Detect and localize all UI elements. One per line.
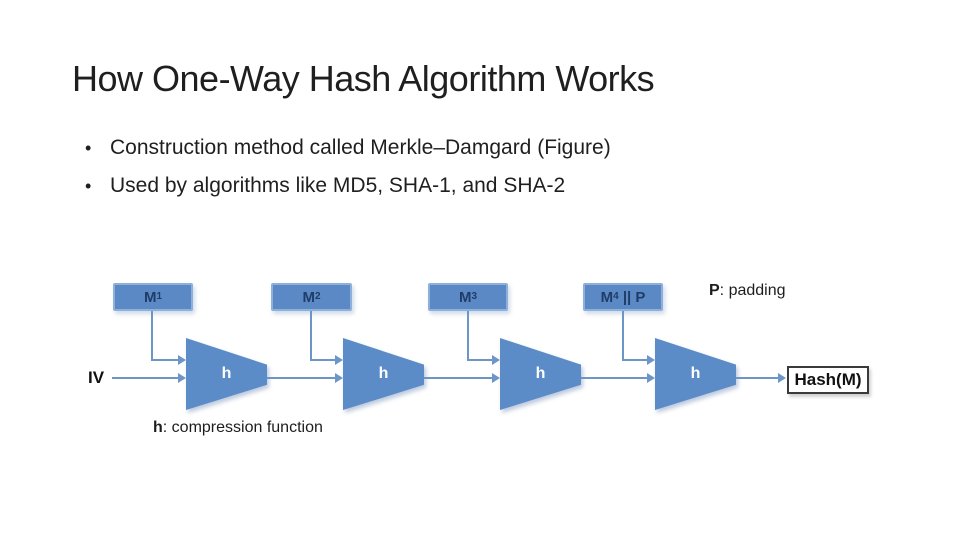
bullet-item: • Construction method called Merkle–Damg…: [85, 129, 611, 167]
compression-note-prefix: h: [153, 419, 163, 436]
connector-m4-horizontal: [622, 359, 647, 361]
arrowhead-icon: [492, 373, 500, 383]
compression-function-3: h: [500, 338, 581, 410]
trapezoid-shape: h: [186, 338, 267, 410]
block-label: M: [143, 288, 157, 306]
arrowhead-icon: [778, 373, 786, 383]
bullet-list: • Construction method called Merkle–Damg…: [85, 129, 611, 205]
page-title: How One-Way Hash Algorithm Works: [72, 58, 655, 99]
chain-arrow-3: [581, 377, 647, 379]
block-label-suffix: || P: [618, 288, 646, 306]
connector-m2-horizontal: [310, 359, 335, 361]
compression-note-text: : compression function: [162, 419, 323, 436]
arrowhead-icon: [335, 355, 343, 365]
padding-note-text: : padding: [719, 282, 786, 299]
connector-m3-vertical: [467, 311, 469, 361]
bullet-item: • Used by algorithms like MD5, SHA-1, an…: [85, 167, 611, 205]
bullet-icon: •: [85, 138, 92, 158]
trapezoid-shape: h: [655, 338, 736, 410]
arrowhead-icon: [178, 373, 186, 383]
arrowhead-icon: [492, 355, 500, 365]
compression-function-2: h: [343, 338, 424, 410]
bullet-text: Used by algorithms like MD5, SHA-1, and …: [110, 174, 566, 197]
compressor-label: h: [221, 365, 232, 382]
bullet-text: Construction method called Merkle–Damgar…: [110, 136, 611, 159]
compressor-label: h: [690, 365, 701, 382]
arrowhead-icon: [335, 373, 343, 383]
block-label: M: [302, 288, 315, 306]
iv-label: IV: [88, 368, 105, 387]
bullet-icon: •: [85, 176, 92, 196]
connector-m1-vertical: [151, 311, 153, 361]
connector-m1-horizontal: [151, 359, 178, 361]
trapezoid-shape: h: [343, 338, 424, 410]
padding-note-prefix: P: [709, 282, 720, 299]
iv-arrow: [112, 377, 178, 379]
block-label: M: [458, 288, 472, 306]
trapezoid-shape: h: [500, 338, 581, 410]
connector-m4-vertical: [622, 311, 624, 361]
hash-output-box: Hash(M): [787, 366, 869, 394]
compression-note: h: compression function: [153, 419, 323, 437]
block-label: M: [600, 288, 614, 306]
arrowhead-icon: [647, 355, 655, 365]
compression-function-4: h: [655, 338, 736, 410]
compressor-label: h: [535, 365, 546, 382]
chain-arrow-2: [424, 377, 492, 379]
arrowhead-icon: [178, 355, 186, 365]
padding-note: P: padding: [709, 282, 786, 300]
hash-output-label: Hash(M): [794, 370, 862, 389]
connector-m2-vertical: [310, 311, 312, 361]
arrowhead-icon: [647, 373, 655, 383]
compression-function-1: h: [186, 338, 267, 410]
compressor-label: h: [378, 365, 389, 382]
chain-arrow-1: [267, 377, 335, 379]
output-arrow: [736, 377, 778, 379]
connector-m3-horizontal: [467, 359, 492, 361]
